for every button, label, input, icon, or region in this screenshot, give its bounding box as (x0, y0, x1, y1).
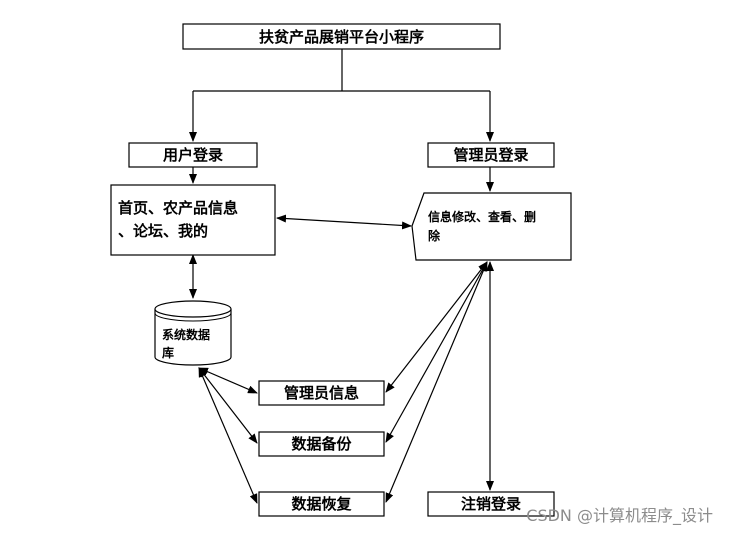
database-line1: 系统数据 (162, 327, 210, 342)
user-pages-line2: 、论坛、我的 (118, 222, 208, 240)
database-line2: 库 (162, 345, 174, 360)
arrow-ops-restore (385, 261, 488, 503)
user-pages-box: 首页、农产品信息 、论坛、我的 (110, 184, 276, 256)
data-backup-label: 数据备份 (291, 435, 352, 453)
user-login-box: 用户登录 (128, 142, 258, 168)
admin-info-label: 管理员信息 (284, 384, 359, 402)
watermark-text: CSDN @计算机程序_设计 (526, 506, 713, 526)
data-restore-box: 数据恢复 (258, 491, 385, 517)
arrow-db-backup (198, 367, 258, 444)
title-box: 扶贫产品展销平台小程序 (182, 23, 501, 50)
arrow-db-restore (198, 367, 258, 504)
admin-info-box: 管理员信息 (258, 380, 385, 406)
admin-login-box: 管理员登录 (427, 142, 555, 168)
arrow-ops-admin-info (385, 261, 488, 393)
logout-box: 注销登录 (427, 491, 555, 517)
arrow-pages-admin-ops (276, 214, 412, 230)
user-login-label: 用户登录 (163, 146, 223, 164)
user-pages-line1: 首页、农产品信息 (118, 199, 238, 217)
database-cylinder: 系统数据 库 (154, 300, 232, 366)
admin-ops-line2: 除 (428, 228, 441, 243)
data-backup-box: 数据备份 (258, 431, 385, 457)
title-label: 扶贫产品展销平台小程序 (259, 28, 424, 46)
data-restore-label: 数据恢复 (291, 495, 352, 513)
arrow-ops-backup (385, 261, 488, 443)
admin-ops-line1: 信息修改、查看、删 (428, 209, 536, 224)
logout-label: 注销登录 (461, 495, 521, 513)
admin-ops-box: 信息修改、查看、删 除 (411, 192, 572, 261)
admin-login-label: 管理员登录 (453, 146, 528, 164)
